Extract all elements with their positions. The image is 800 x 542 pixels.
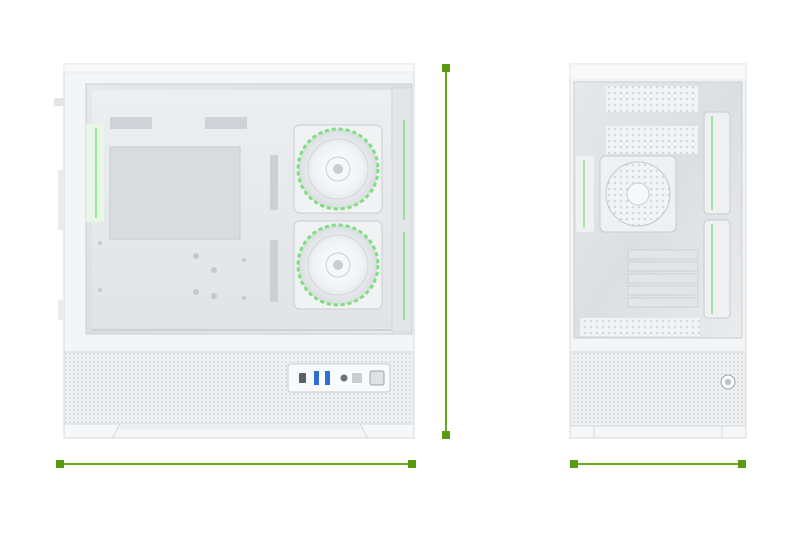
length-dimension-cap-left [56, 460, 64, 468]
reset-button [352, 373, 362, 383]
length-dimension-cap-right [408, 460, 416, 468]
height-dimension-cap-bottom [442, 431, 450, 439]
usb-a-port [325, 371, 330, 385]
height-dimension-line [445, 68, 447, 435]
length-dimension-line [60, 463, 412, 465]
case-front-view [569, 63, 747, 439]
rear-fan-logo-icon [626, 182, 650, 206]
width-dimension-line [574, 463, 742, 465]
audio-jack [340, 374, 348, 382]
height-dimension-cap-top [442, 64, 450, 72]
width-dimension-cap-right [738, 460, 746, 468]
power-button [369, 370, 385, 386]
side-bottom-mesh [63, 351, 415, 439]
expansion-slots [627, 249, 699, 308]
side-fan-bottom [293, 220, 383, 310]
side-fan-top [293, 124, 383, 214]
usb-a-port [314, 371, 319, 385]
width-dimension-cap-left [570, 460, 578, 468]
usb-c-port [299, 373, 306, 383]
